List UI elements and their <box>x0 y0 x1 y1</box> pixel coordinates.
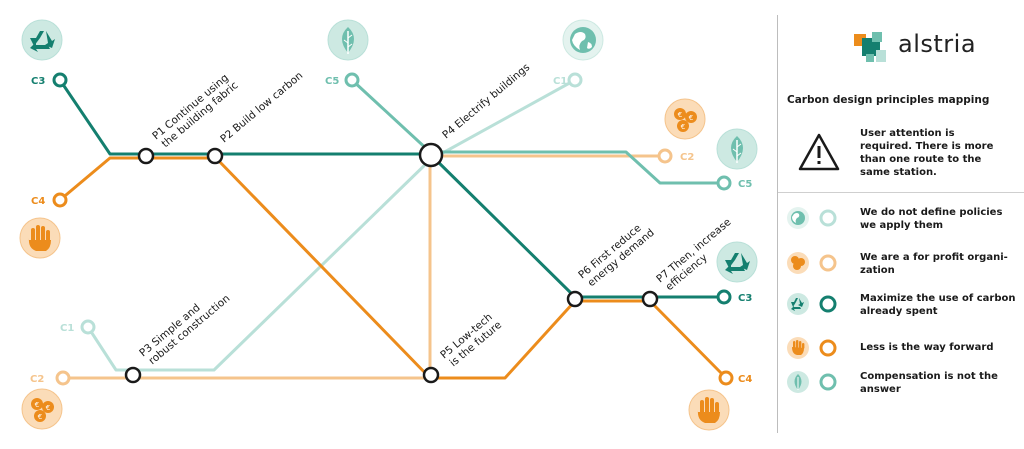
svg-text:€: € <box>678 111 682 119</box>
line-c2 <box>61 154 662 380</box>
terminal-label-c4-right: C4 <box>738 374 752 385</box>
leaf-icon <box>327 19 369 61</box>
panel-divider <box>777 15 778 433</box>
warning-text: User attention is required. There is mor… <box>860 128 994 178</box>
station-p1[interactable] <box>137 147 155 165</box>
legend-text-c5: Compensation is not the answer <box>860 371 998 395</box>
terminal-c1-left <box>80 319 96 335</box>
globe-icon <box>562 19 604 61</box>
legend-item-c4: Less is the way forward <box>786 336 1020 366</box>
svg-text:€: € <box>35 401 39 409</box>
station-label-p6: P6 First reduce energy demand <box>576 217 657 290</box>
leaf-icon <box>716 128 758 170</box>
line-c1 <box>86 78 577 372</box>
hand-icon <box>688 389 730 431</box>
terminal-c3-top-left <box>52 72 68 88</box>
euro-coins-icon: € € € <box>664 98 706 140</box>
line-c3 <box>58 78 726 299</box>
legend-text-c2: We are a for profit organi- zation <box>860 252 1008 276</box>
legend-item-c1: We do not define policies we apply them <box>786 206 1020 236</box>
terminal-c4-right <box>718 370 734 386</box>
station-label-p3: P3 Simple and robust construction <box>137 283 232 368</box>
hand-icon <box>787 337 837 359</box>
warning-icon <box>798 133 840 171</box>
alstria-logo-icon <box>854 32 886 62</box>
line-c5 <box>350 78 726 185</box>
terminal-label-c1-top: C1 <box>553 76 567 87</box>
station-p3[interactable] <box>124 366 142 384</box>
station-p5[interactable] <box>422 366 440 384</box>
panel-title: Carbon design principles mapping <box>787 94 990 106</box>
recycle-icon <box>716 241 758 283</box>
station-p7[interactable] <box>641 290 659 308</box>
station-p4[interactable] <box>418 142 444 168</box>
station-p2[interactable] <box>206 147 224 165</box>
terminal-label-c4-left: C4 <box>31 196 45 207</box>
brand-name: alstria <box>898 30 977 58</box>
hand-icon <box>19 217 61 259</box>
terminal-label-c5-right: C5 <box>738 179 752 190</box>
legend-divider <box>778 192 1024 193</box>
globe-icon <box>787 207 837 229</box>
recycle-icon <box>787 293 837 315</box>
svg-text:€: € <box>681 123 685 131</box>
legend-text-c3: Maximize the use of carbon already spent <box>860 293 1016 317</box>
terminal-label-c3-right: C3 <box>738 293 752 304</box>
terminal-c5-top <box>344 72 360 88</box>
line-c4 <box>58 156 728 380</box>
legend-item-c5: Compensation is not the answer <box>786 370 1020 400</box>
terminal-c3-right <box>716 289 732 305</box>
terminal-label-c1-left: C1 <box>60 323 74 334</box>
terminal-label-c5-top: C5 <box>325 76 339 87</box>
legend-item-c3: Maximize the use of carbon already spent <box>786 292 1020 322</box>
svg-text:€: € <box>38 413 42 421</box>
terminal-label-c2-right: C2 <box>680 152 694 163</box>
legend-text-c1: We do not define policies we apply them <box>860 207 1003 231</box>
euro-coins-icon: € € € <box>21 388 63 430</box>
svg-text:€: € <box>689 114 693 122</box>
svg-text:€: € <box>46 404 50 412</box>
metro-map: C3 C4 C5 C1 C2 C5 C1 C2 C3 C4 P1 Continu… <box>19 19 758 431</box>
terminal-label-c3-top-left: C3 <box>31 76 45 87</box>
terminal-c2-left <box>55 370 71 386</box>
terminal-c1-top <box>567 72 583 88</box>
leaf-icon <box>787 371 837 393</box>
terminal-label-c2-left: C2 <box>30 374 44 385</box>
terminal-c2-right <box>657 148 673 164</box>
station-label-p5: P5 Low-tech is the future <box>438 309 505 371</box>
terminal-c4-left <box>52 192 68 208</box>
station-p6[interactable] <box>566 290 584 308</box>
euro-coins-icon <box>787 252 837 274</box>
terminal-c5-right <box>716 175 732 191</box>
legend-item-c2: We are a for profit organi- zation <box>786 251 1020 281</box>
legend-text-c4: Less is the way forward <box>860 342 994 353</box>
recycle-icon <box>21 19 63 61</box>
